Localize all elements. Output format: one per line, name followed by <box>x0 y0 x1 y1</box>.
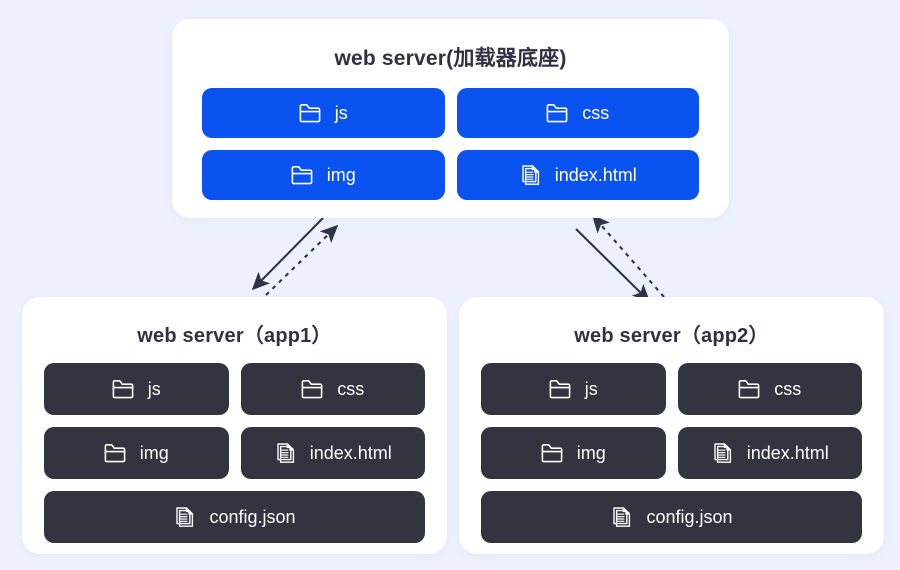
card-web-server-base: web server(加载器底座) js css <box>172 19 729 218</box>
chip-label: img <box>326 165 356 185</box>
chip-js[interactable]: js <box>202 88 445 138</box>
chip-index-html[interactable]: index.html <box>677 427 862 479</box>
chip-grid-app1: js css img <box>44 363 425 543</box>
chip-label: index.html <box>309 443 392 463</box>
document-icon <box>711 442 733 464</box>
connector-top-to-app2-solid <box>575 228 651 303</box>
folder-icon <box>549 379 571 399</box>
card-web-server-app1: web server（app1） js css <box>22 297 447 554</box>
chip-label: img <box>576 443 606 463</box>
connector-top-to-app1-solid <box>251 217 324 291</box>
chip-css[interactable]: css <box>240 363 425 415</box>
folder-icon <box>541 443 563 463</box>
chip-label: img <box>139 443 169 463</box>
chip-img[interactable]: img <box>44 427 229 479</box>
folder-icon <box>546 103 568 123</box>
card-title-app1: web server（app1） <box>137 325 332 347</box>
card-title-base: web server(加载器底座) <box>334 47 567 70</box>
chip-label: index.html <box>746 443 829 463</box>
chip-label: index.html <box>554 165 637 185</box>
connector-app1-to-top-dashed <box>265 224 339 296</box>
chip-index-html[interactable]: index.html <box>456 150 699 200</box>
chip-label: js <box>334 103 348 123</box>
chip-label: css <box>582 103 610 123</box>
document-icon <box>610 506 632 528</box>
chip-css[interactable]: css <box>677 363 862 415</box>
document-icon <box>274 442 296 464</box>
connector-app2-to-top-dashed <box>591 214 665 298</box>
chip-label: config.json <box>209 507 296 527</box>
folder-icon <box>291 165 313 185</box>
chip-img[interactable]: img <box>202 150 445 200</box>
chip-config-json[interactable]: config.json <box>44 491 425 543</box>
chip-label: js <box>147 379 161 399</box>
folder-icon <box>738 379 760 399</box>
chip-label: css <box>337 379 365 399</box>
chip-index-html[interactable]: index.html <box>240 427 425 479</box>
chip-label: js <box>584 379 598 399</box>
chip-js[interactable]: js <box>44 363 229 415</box>
folder-icon <box>301 379 323 399</box>
chip-grid-base: js css img <box>202 88 699 200</box>
chip-grid-app2: js css img <box>481 363 862 543</box>
folder-icon <box>112 379 134 399</box>
folder-icon <box>299 103 321 123</box>
chip-config-json[interactable]: config.json <box>481 491 862 543</box>
chip-label: config.json <box>646 507 733 527</box>
card-title-app2: web server（app2） <box>574 325 769 347</box>
folder-icon <box>104 443 126 463</box>
chip-css[interactable]: css <box>456 88 699 138</box>
chip-js[interactable]: js <box>481 363 666 415</box>
document-icon <box>173 506 195 528</box>
document-icon <box>519 164 541 186</box>
chip-label: css <box>774 379 802 399</box>
card-web-server-app2: web server（app2） js css <box>459 297 884 554</box>
chip-img[interactable]: img <box>481 427 666 479</box>
